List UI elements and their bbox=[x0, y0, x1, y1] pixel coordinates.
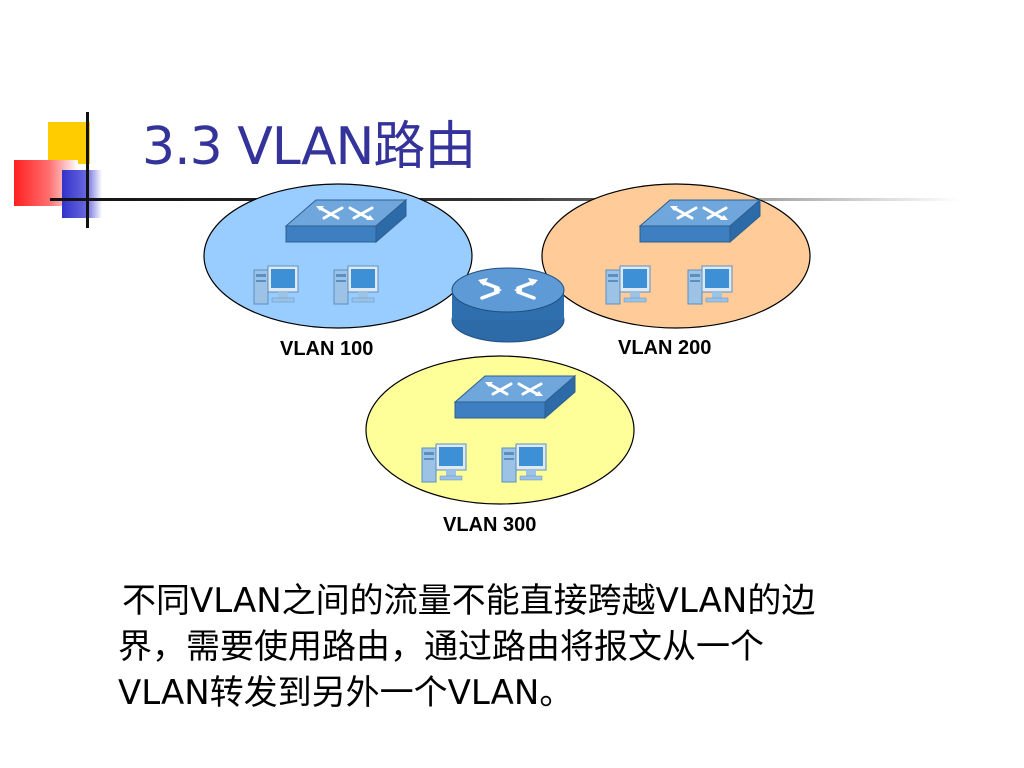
title-decoration-yellow bbox=[48, 122, 90, 164]
body-line-3: VLAN转发到另外一个VLAN。 bbox=[118, 673, 574, 713]
workstation-icon bbox=[501, 443, 547, 483]
vlan-200-label: VLAN 200 bbox=[618, 337, 712, 359]
workstation-icon bbox=[421, 443, 467, 483]
workstation-icon bbox=[333, 265, 379, 305]
body-line-2: 界，需要使用路由，通过路由将报文从一个 bbox=[118, 627, 764, 667]
body-text: 不同VLAN之间的流量不能直接跨越VLAN的边 界，需要使用路由，通过路由将报文… bbox=[118, 578, 918, 716]
vlan-200-group bbox=[541, 183, 811, 329]
vlan-100-label: VLAN 100 bbox=[280, 338, 374, 360]
title-decoration-vertical-line bbox=[86, 112, 89, 228]
workstation-icon bbox=[687, 265, 733, 305]
title-decoration-blue bbox=[62, 170, 102, 218]
page-title: 3.3 VLAN路由 bbox=[142, 117, 476, 177]
vlan-300-group bbox=[365, 355, 635, 505]
body-line-1: 不同VLAN之间的流量不能直接跨越VLAN的边 bbox=[122, 581, 816, 621]
workstation-icon bbox=[253, 265, 299, 305]
router-icon bbox=[451, 267, 565, 343]
vlan-300-label: VLAN 300 bbox=[443, 514, 537, 536]
vlan-100-group bbox=[203, 183, 473, 329]
vlan-diagram bbox=[50, 183, 960, 505]
workstation-icon bbox=[605, 265, 651, 305]
